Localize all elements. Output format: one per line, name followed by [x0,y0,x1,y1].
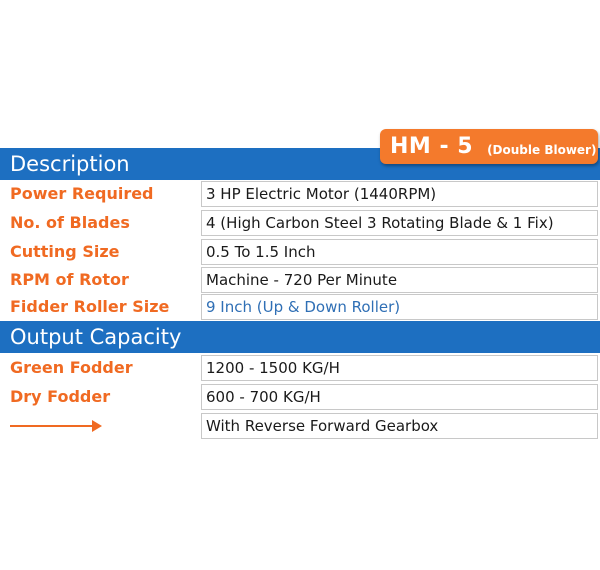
spec-row-dry-fodder: Dry Fodder 600 - 700 KG/H [0,384,600,410]
spec-value: 4 (High Carbon Steel 3 Rotating Blade & … [201,210,598,236]
spec-label: Power Required [10,184,154,203]
spec-label: No. of Blades [10,213,130,232]
spec-value: 0.5 To 1.5 Inch [201,239,598,265]
spec-row-power: Power Required 3 HP Electric Motor (1440… [0,181,600,207]
spec-row-green-fodder: Green Fodder 1200 - 1500 KG/H [0,355,600,381]
spec-value: 9 Inch (Up & Down Roller) [201,294,598,320]
spec-row-cutting-size: Cutting Size 0.5 To 1.5 Inch [0,239,600,265]
spec-value: Machine - 720 Per Minute [201,267,598,293]
spec-value: 600 - 700 KG/H [201,384,598,410]
spec-label: RPM of Rotor [10,270,129,289]
spec-row-rpm: RPM of Rotor Machine - 720 Per Minute [0,267,600,293]
spec-value: 1200 - 1500 KG/H [201,355,598,381]
section-header-output: Output Capacity [0,321,600,353]
spec-value: With Reverse Forward Gearbox [201,413,598,439]
model-name: HM - 5 [390,134,474,159]
model-subtitle: (Double Blower) [487,142,597,157]
spec-row-gearbox: With Reverse Forward Gearbox [0,413,600,439]
spec-label: Fidder Roller Size [10,297,170,316]
spec-value: 3 HP Electric Motor (1440RPM) [201,181,598,207]
spec-row-blades: No. of Blades 4 (High Carbon Steel 3 Rot… [0,210,600,236]
spec-row-roller-size: Fidder Roller Size 9 Inch (Up & Down Rol… [0,294,600,320]
spec-label: Cutting Size [10,242,120,261]
arrow-right-icon [10,420,102,432]
model-badge: HM - 5 (Double Blower) [380,129,598,164]
spec-label: Dry Fodder [10,387,111,406]
spec-label: Green Fodder [10,358,133,377]
